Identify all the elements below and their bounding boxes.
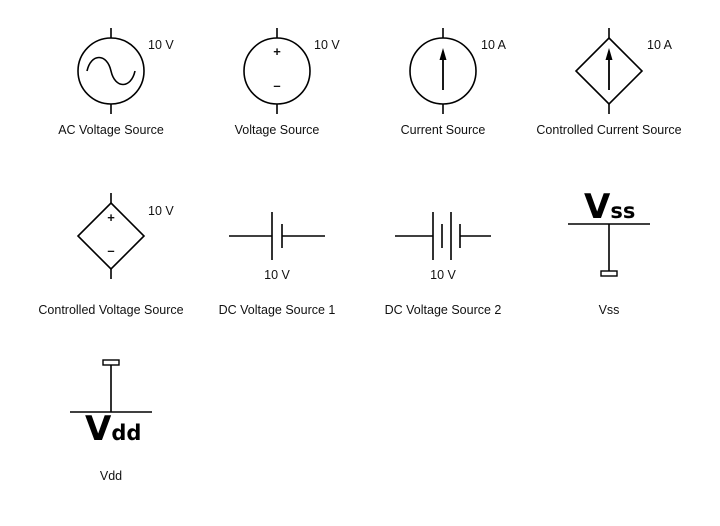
dc-voltage-source-1-value: 10 V — [264, 268, 290, 282]
ac-voltage-source-icon — [77, 28, 145, 114]
plus-sign: + — [273, 44, 281, 59]
dc-voltage-source-2-icon — [395, 212, 491, 260]
dc-voltage-source-2[interactable] — [360, 180, 540, 330]
current-source-icon — [409, 28, 477, 114]
vdd-icon — [70, 359, 152, 413]
current-source-label: Current Source — [400, 123, 486, 137]
ac-voltage-source-value: 10 V — [148, 38, 174, 52]
vdd-text: Vdd — [85, 409, 142, 449]
controlled-voltage-source-value: 10 V — [148, 204, 174, 218]
minus-sign: – — [107, 243, 115, 258]
ac-voltage-source-label: AC Voltage Source — [58, 123, 164, 137]
vss-label: Vss — [598, 303, 620, 317]
dc-voltage-source-2-value: 10 V — [430, 268, 456, 282]
controlled-current-source-icon — [574, 28, 644, 114]
controlled-voltage-source-icon — [76, 193, 146, 279]
dc-voltage-source-1-label: DC Voltage Source 1 — [218, 303, 336, 317]
dc-voltage-source-1[interactable] — [180, 180, 360, 330]
voltage-source-value: 10 V — [314, 38, 340, 52]
plus-sign: + — [107, 210, 115, 225]
voltage-source-icon — [243, 28, 311, 114]
minus-sign: – — [273, 78, 281, 93]
vdd-label: Vdd — [99, 469, 123, 483]
vss-text: Vss — [584, 187, 636, 227]
controlled-voltage-source[interactable]: + – — [0, 180, 180, 330]
controlled-current-source[interactable] — [540, 0, 720, 150]
voltage-source-label: Voltage Source — [234, 123, 320, 137]
controlled-current-source-value: 10 A — [647, 38, 673, 52]
vss-symbol[interactable] — [540, 180, 720, 330]
dc-voltage-source-1-icon — [229, 212, 325, 260]
vdd-symbol[interactable] — [0, 350, 180, 460]
dc-voltage-source-2-label: DC Voltage Source 2 — [384, 303, 502, 317]
vss-icon — [568, 223, 650, 277]
controlled-current-source-label: Controlled Current Source — [536, 123, 682, 137]
ac-voltage-source[interactable] — [0, 0, 180, 150]
controlled-voltage-source-label: Controlled Voltage Source — [38, 303, 184, 317]
voltage-source[interactable]: + – — [180, 0, 360, 150]
current-source-value: 10 A — [481, 38, 507, 52]
current-source[interactable] — [360, 0, 540, 150]
